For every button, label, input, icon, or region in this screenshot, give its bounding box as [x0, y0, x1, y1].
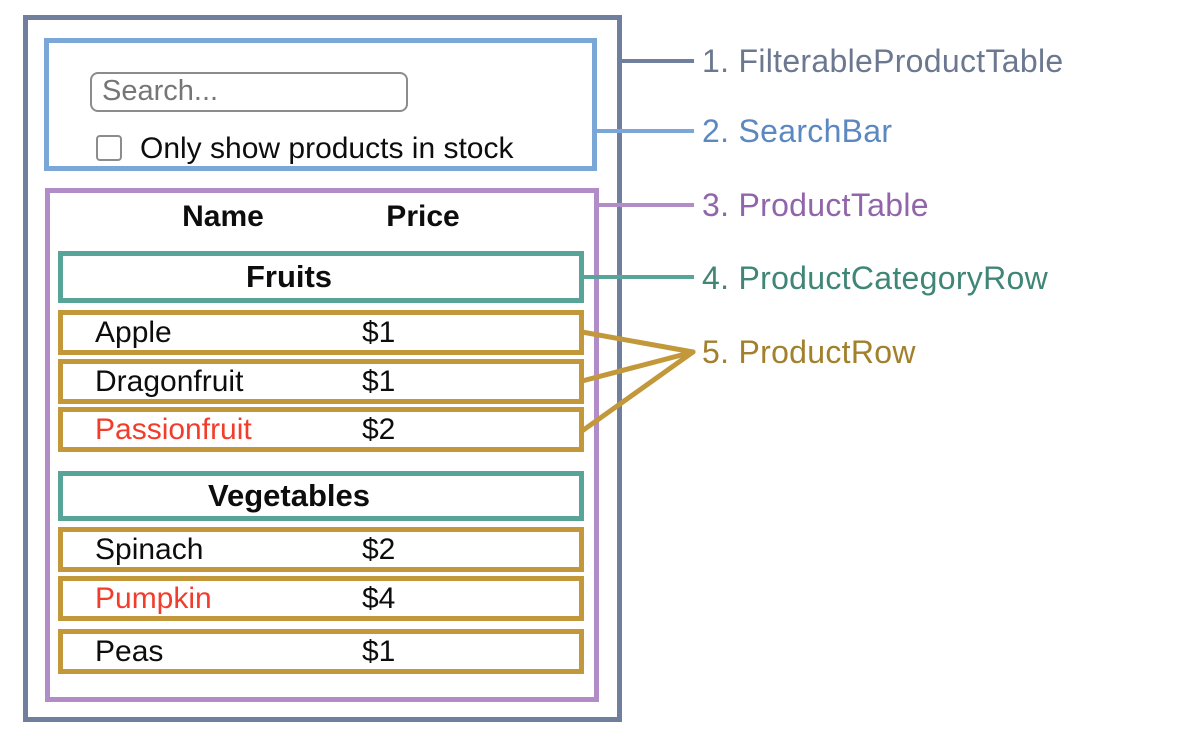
legend-label-4: 4. ProductCategoryRow [702, 260, 1049, 296]
product-price: $2 [362, 412, 396, 446]
product-category-row: Vegetables [58, 471, 584, 521]
product-name: Apple [95, 315, 172, 349]
search-bar-box: Only show products in stock [44, 38, 597, 171]
product-row: Spinach $2 [58, 527, 584, 572]
search-input[interactable] [90, 72, 408, 112]
product-name: Pumpkin [95, 581, 212, 615]
product-price: $1 [362, 634, 396, 668]
category-label: Fruits [245, 259, 333, 294]
product-name: Spinach [95, 532, 204, 566]
product-price: $2 [362, 532, 396, 566]
product-row: Dragonfruit $1 [58, 359, 584, 404]
product-row: Pumpkin $4 [58, 576, 584, 621]
product-name: Passionfruit [95, 412, 252, 446]
legend-label-3: 3. ProductTable [702, 187, 929, 223]
legend-label-5: 5. ProductRow [702, 334, 916, 370]
product-row: Passionfruit $2 [58, 407, 584, 452]
category-label: Vegetables [208, 478, 370, 513]
in-stock-checkbox[interactable] [96, 135, 122, 161]
product-row: Peas $1 [58, 629, 584, 674]
product-price: $1 [362, 315, 396, 349]
column-header-name: Name [182, 200, 264, 233]
product-name: Dragonfruit [95, 364, 244, 398]
in-stock-checkbox-label: Only show products in stock [140, 132, 514, 165]
product-name: Peas [95, 634, 164, 668]
legend-label-1: 1. FilterableProductTable [702, 43, 1064, 79]
product-price: $1 [362, 364, 396, 398]
column-header-price: Price [386, 200, 460, 233]
product-price: $4 [362, 581, 396, 615]
legend-label-2: 2. SearchBar [702, 113, 893, 149]
filterable-product-table-box: Only show products in stock Name Price F… [23, 15, 622, 722]
product-category-row: Fruits [58, 251, 584, 303]
product-row: Apple $1 [58, 310, 584, 355]
